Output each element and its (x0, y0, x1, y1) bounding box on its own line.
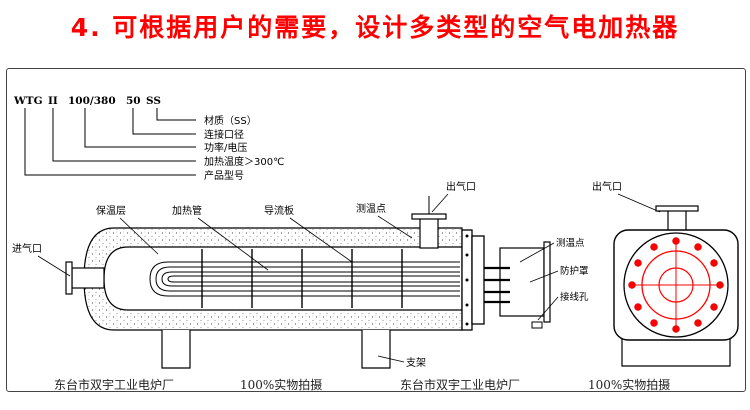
legend-power-voltage: 功率/电压 (204, 141, 247, 154)
code-token-size: 50 (126, 95, 141, 107)
footer-company-right: 东台市双宇工业电炉厂 (400, 378, 521, 392)
inner-shell (103, 246, 463, 311)
side-callouts: 保温层 加热管 导流板 测温点 出气口 进气口 支架 测温点 防护罩 接线孔 (12, 180, 589, 369)
model-code: WTG II 100/380 50 SS (13, 95, 196, 176)
label-insulation: 保温层 (96, 204, 126, 217)
outlet-nozzle (419, 217, 439, 249)
footer-photo-left: 100%实物拍摄 (240, 378, 323, 392)
end-bolt-holes (628, 237, 724, 333)
label-air-outlet: 出气口 (446, 180, 476, 193)
code-legend: 材质（SS） 连接口径 功率/电压 加热温度＞300℃ 产品型号 (204, 114, 284, 182)
baffles (201, 249, 403, 308)
end-outlet-flange (655, 205, 699, 212)
code-token-power: 100/380 (68, 95, 116, 107)
support-right (361, 330, 391, 369)
label-terminal-hole: 接线孔 (560, 291, 589, 303)
heating-tubes (149, 261, 460, 297)
legend-connection-size: 连接口径 (204, 128, 244, 141)
legend-product-model: 产品型号 (204, 169, 244, 182)
label-baffle: 导流板 (264, 204, 294, 217)
code-token-series: II (48, 95, 58, 107)
label-air-inlet: 进气口 (12, 242, 42, 255)
heater-end-view: 出气口 (592, 180, 739, 367)
code-token-type: WTG (13, 95, 43, 107)
code-token-material: SS (146, 95, 161, 107)
heater-side-view (65, 196, 551, 369)
label-end-air-outlet: 出气口 (592, 180, 622, 193)
legend-heating-temp: 加热温度＞300℃ (204, 155, 284, 168)
support-left (161, 330, 191, 369)
outlet-flange (411, 213, 447, 220)
label-heating-tube: 加热管 (172, 204, 202, 217)
headline: 4. 可根据用户的需要，设计多类型的空气电加热器 (70, 13, 680, 42)
terminal-box (499, 247, 545, 317)
inlet-flange (65, 261, 73, 295)
label-temp-point: 测温点 (356, 202, 386, 215)
terminal-box-lid (543, 241, 551, 323)
end-flange-outer (471, 235, 485, 325)
legend-material: 材质（SS） (204, 114, 257, 127)
terminals (484, 266, 510, 304)
inlet-nozzle (71, 267, 105, 289)
label-temp-point-box: 测温点 (556, 238, 585, 249)
label-protective-cover: 防护罩 (560, 265, 589, 277)
footer-company-left: 东台市双宇工业电炉厂 (54, 378, 175, 392)
label-support: 支架 (406, 357, 426, 369)
footer-photo-right: 100%实物拍摄 (588, 378, 671, 392)
